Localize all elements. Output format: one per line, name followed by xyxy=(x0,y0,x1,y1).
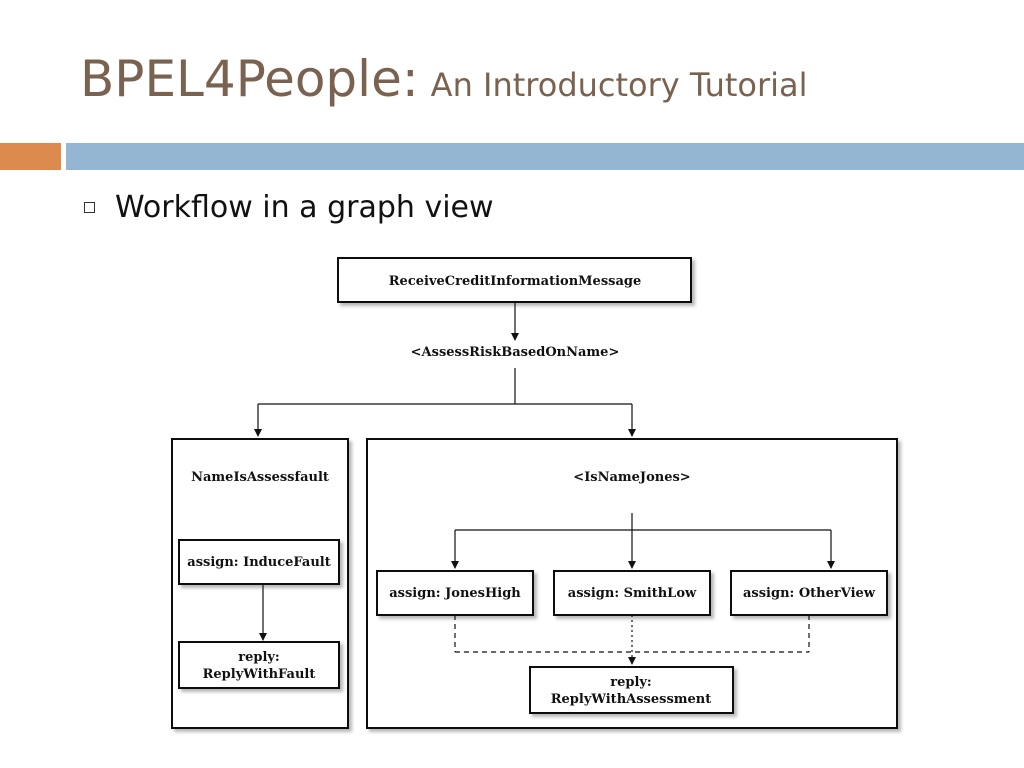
merge-dashed-edges xyxy=(454,615,810,665)
accent-bar-blue xyxy=(66,143,1024,170)
reply-assessment-line2: ReplyWithAssessment xyxy=(551,692,712,707)
receive-credit-label: ReceiveCreditInformationMessage xyxy=(389,274,642,289)
right-scope-title: <IsNameJones> xyxy=(573,470,690,485)
reply-assessment-node xyxy=(529,666,734,714)
other-view-node xyxy=(730,570,888,616)
receive-credit-node: ReceiveCreditInformationMessage xyxy=(337,257,692,303)
reply-fault-line2: ReplyWithFault xyxy=(203,667,316,682)
smith-low-label: assign: SmithLow xyxy=(568,586,697,601)
left-scope-container: NameIsAssessfault assign: InduceFault re… xyxy=(171,438,349,729)
left-scope-title: NameIsAssessfault xyxy=(191,470,329,485)
reply-fault-node xyxy=(178,641,340,689)
reply-assessment-line1: reply: xyxy=(610,675,652,690)
reply-fault-line1: reply: xyxy=(238,650,280,665)
jones-high-label: assign: JonesHigh xyxy=(389,586,521,601)
bullet-item: Workflow in a graph view xyxy=(84,190,494,225)
square-bullet-icon xyxy=(84,202,95,213)
assess-risk-label: <AssessRiskBasedOnName> xyxy=(411,345,620,360)
bullet-text: Workflow in a graph view xyxy=(115,190,494,225)
induce-fault-label: assign: InduceFault xyxy=(187,555,330,570)
right-scope-container: <IsNameJones> assign: JonesHigh assign: … xyxy=(366,438,898,729)
title-subtitle: An Introductory Tutorial xyxy=(430,66,808,104)
assess-branch-edges xyxy=(254,368,636,437)
induce-fault-node xyxy=(178,539,340,585)
accent-bar-orange xyxy=(0,143,61,170)
title-main: BPEL4People: xyxy=(80,50,419,108)
jones-high-node xyxy=(376,570,534,616)
page-title: BPEL4People: An Introductory Tutorial xyxy=(80,50,808,108)
other-view-label: assign: OtherView xyxy=(743,586,876,601)
